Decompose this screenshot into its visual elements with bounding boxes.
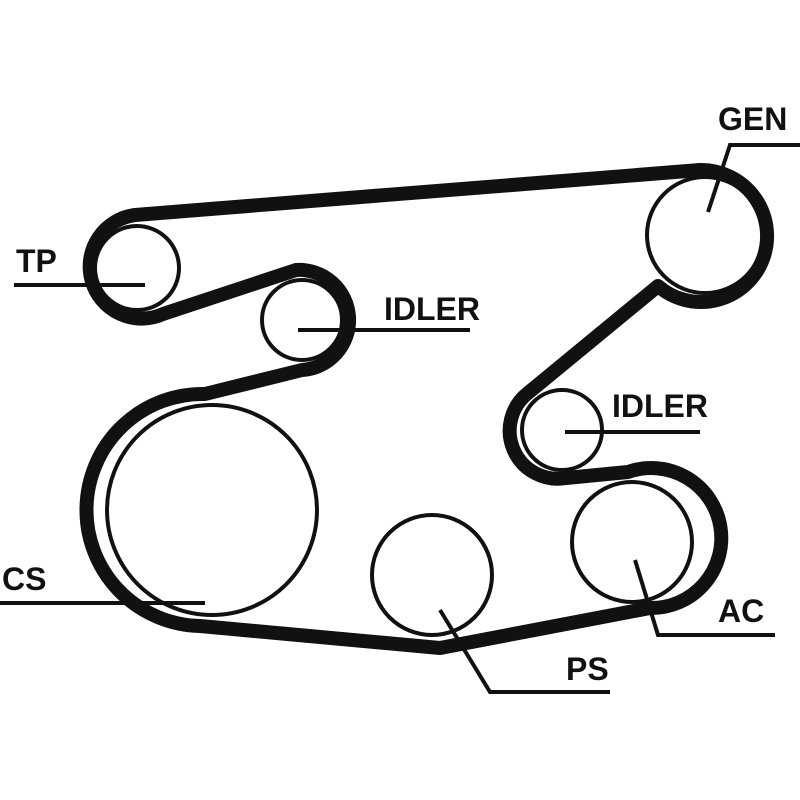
- label-idler-upper: IDLER: [384, 291, 480, 327]
- pulley-cs: [105, 403, 319, 617]
- label-idler-lower: IDLER: [612, 388, 708, 424]
- label-ps: PS: [566, 651, 609, 687]
- leader-gen: [706, 143, 800, 213]
- pulley-idler-upper: [260, 278, 344, 362]
- pulley-ps: [370, 513, 494, 637]
- belt: [79, 162, 775, 655]
- leader-ps: [438, 608, 610, 694]
- leader-ac: [633, 559, 775, 637]
- label-gen: GEN: [718, 101, 787, 137]
- pulley-ac: [570, 480, 694, 604]
- label-ac: AC: [718, 593, 764, 629]
- label-cs: CS: [2, 561, 46, 597]
- label-tp: TP: [16, 243, 57, 279]
